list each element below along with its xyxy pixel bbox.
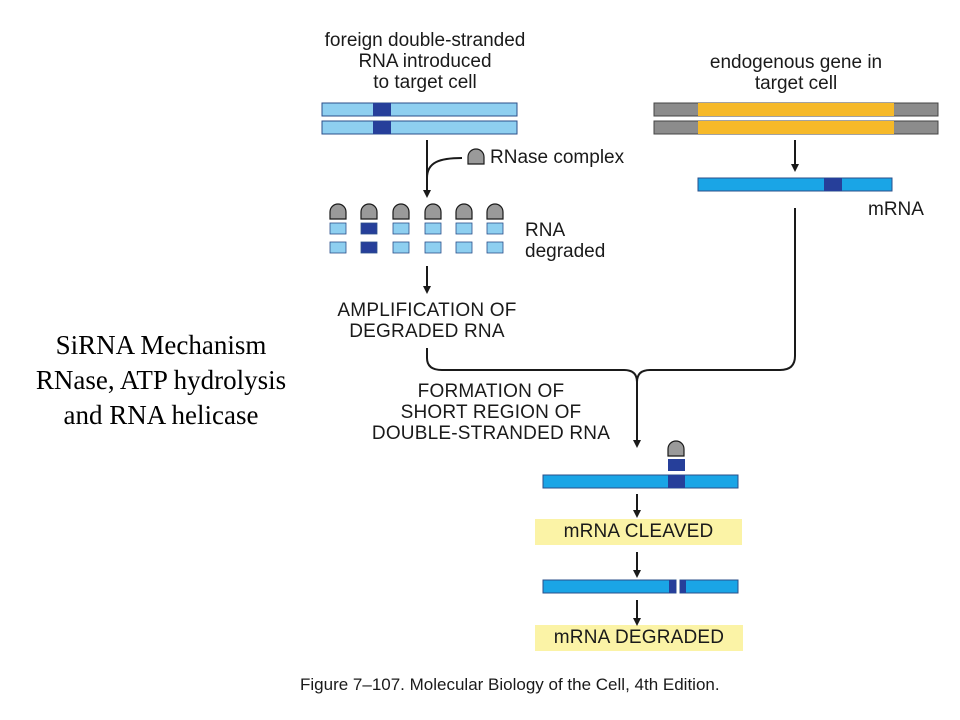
endogenous-gene-label: endogenous gene in target cell — [666, 52, 926, 94]
fragment-1-strand-bottom — [329, 241, 347, 254]
fragment-6 — [486, 203, 504, 254]
side-note: SiRNA Mechanism RNase, ATP hydrolysis an… — [0, 328, 322, 433]
fragment-6-strand-bottom — [486, 241, 504, 254]
cleaved-mrna-right-piece — [679, 579, 739, 594]
foreign-dsrna-label: foreign double-stranded RNA introduced t… — [290, 30, 560, 93]
endogenous-gene-label-line-1: endogenous gene in — [709, 52, 883, 73]
fragment-5-strand-bottom — [455, 241, 473, 254]
fragment-2-rnase-icon — [360, 203, 378, 220]
fragment-5 — [455, 203, 473, 254]
mrna-bar — [697, 177, 893, 192]
amplification-label-line-2: DEGRADED RNA — [349, 321, 505, 342]
mrna-label: mRNA — [868, 199, 924, 220]
side-note-line-2: RNase, ATP hydrolysis — [35, 365, 287, 395]
foreign-dsrna-label-line-1: foreign double-stranded — [324, 30, 526, 51]
fragment-4-strand-top — [424, 222, 442, 235]
mrna-degraded-label: mRNA DEGRADED — [553, 627, 725, 648]
cleaved-right-end — [680, 580, 686, 593]
fragment-4 — [424, 203, 442, 254]
bound-sirna-segment — [668, 459, 685, 471]
fragment-1 — [329, 203, 347, 254]
foreign-dsrna-label-line-2: RNA introduced — [358, 51, 492, 72]
formation-label-line-3: DOUBLE-STRANDED RNA — [371, 423, 611, 444]
merge-line-left — [426, 348, 638, 383]
bound-rnase-icon — [667, 440, 685, 457]
mrna-cleaved-label: mRNA CLEAVED — [563, 521, 714, 542]
fragment-2-strand-bottom — [360, 241, 378, 254]
mrna-cleaved-highlight — [535, 519, 742, 545]
formation-label: FORMATION OF SHORT REGION OF DOUBLE-STRA… — [350, 381, 632, 444]
figure-caption: Figure 7–107. Molecular Biology of the C… — [300, 675, 720, 694]
fragment-4-strand-bottom — [424, 241, 442, 254]
rnase-complex-icon — [467, 148, 485, 165]
formation-label-line-2: SHORT REGION OF — [400, 402, 582, 423]
fragment-3-strand-top — [392, 222, 410, 235]
target-mrna-segment — [668, 475, 685, 488]
fragment-5-strand-top — [455, 222, 473, 235]
formation-label-line-1: FORMATION OF — [417, 381, 565, 402]
arrow-rnase-join — [426, 157, 463, 179]
foreign-dsrna — [321, 102, 518, 135]
rna-degraded-label-line-2: degraded — [525, 241, 606, 262]
cleaved-left-end — [669, 580, 676, 593]
fragment-3-strand-bottom — [392, 241, 410, 254]
mrna-with-sirna — [542, 440, 739, 489]
foreign-rna-strand-top — [321, 102, 518, 117]
mrna-target-segment — [824, 178, 842, 191]
endogenous-gene — [653, 102, 939, 135]
target-mrna-bar — [542, 474, 739, 489]
amplification-label-line-1: AMPLIFICATION OF — [337, 300, 517, 321]
foreign-rna-strand-bottom — [321, 120, 518, 135]
fragment-6-strand-top — [486, 222, 504, 235]
foreign-rna-segment-top — [373, 103, 391, 116]
fragment-1-strand-top — [329, 222, 347, 235]
merge-line-right — [636, 208, 796, 383]
side-note-line-1: SiRNA Mechanism — [55, 330, 267, 360]
fragment-3-rnase-icon — [392, 203, 410, 220]
cleaved-mrna — [542, 579, 739, 594]
rnase-complex-label: RNase complex — [490, 147, 625, 168]
fragment-4-rnase-icon — [424, 203, 442, 220]
fragment-3 — [392, 203, 410, 254]
fragment-1-rnase-icon — [329, 203, 347, 220]
fragment-6-rnase-icon — [486, 203, 504, 220]
endogenous-gene-label-line-2: target cell — [754, 73, 838, 94]
amplification-label: AMPLIFICATION OF DEGRADED RNA — [302, 300, 552, 342]
rna-degraded-label-line-1: RNA — [525, 220, 566, 241]
gene-exon-top — [698, 103, 894, 116]
mrna-degraded-highlight — [535, 625, 743, 651]
gene-exon-bottom — [698, 121, 894, 134]
fragment-2-strand-top — [360, 222, 378, 235]
foreign-rna-segment-bottom — [373, 121, 391, 134]
degraded-rna-fragments — [329, 203, 504, 254]
mrna-strand — [697, 177, 893, 192]
fragment-5-rnase-icon — [455, 203, 473, 220]
fragment-2 — [360, 203, 378, 254]
foreign-dsrna-label-line-3: to target cell — [373, 72, 477, 93]
rna-degraded-label: RNA degraded — [525, 220, 605, 262]
side-note-line-3: and RNA helicase — [63, 400, 259, 430]
cleaved-mrna-left-piece — [542, 579, 677, 594]
